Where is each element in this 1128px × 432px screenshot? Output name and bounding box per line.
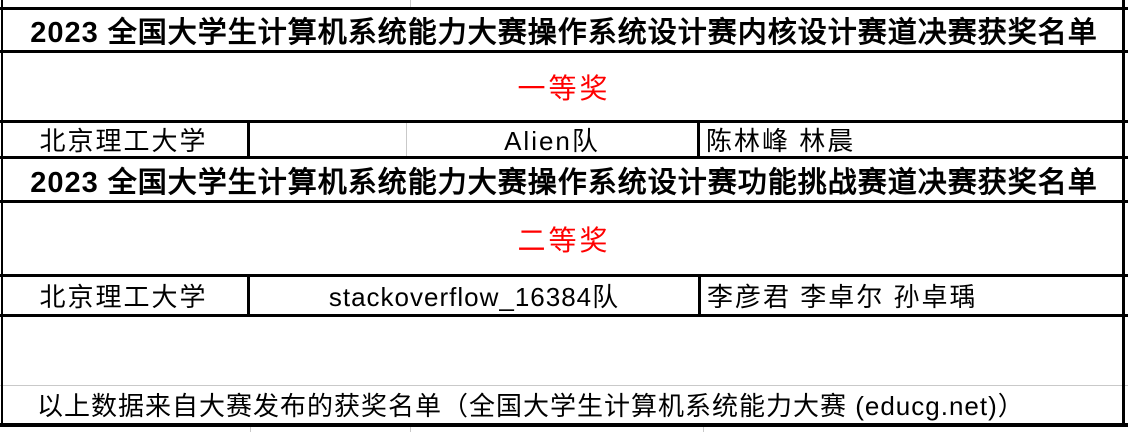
section1-award-row[interactable]: 一等奖 [0, 53, 1128, 123]
section2-members: 李彦君 李卓尔 孙卓瑀 [707, 282, 978, 312]
footer-note: 以上数据来自大赛发布的获奖名单（全国大学生计算机系统能力大赛 (educg.ne… [37, 391, 1025, 421]
section2-title: 2023 全国大学生计算机系统能力大赛操作系统设计赛功能挑战赛道决赛获奖名单 [30, 166, 1098, 199]
section2-members-cell[interactable]: 李彦君 李卓尔 孙卓瑀 [701, 277, 1128, 314]
section2-award-row[interactable]: 二等奖 [0, 203, 1128, 277]
gridline-bottom-3 [703, 427, 704, 432]
section1-team-cell[interactable]: Alien队 [407, 123, 700, 156]
table-right-border [1122, 0, 1125, 427]
section2-award-label: 二等奖 [517, 224, 611, 256]
section2-title-row[interactable]: 2023 全国大学生计算机系统能力大赛操作系统设计赛功能挑战赛道决赛获奖名单 [0, 159, 1128, 203]
section1-members-cell[interactable]: 陈林峰 林晨 [700, 123, 1128, 156]
section2-team-cell[interactable]: stackoverflow_16384队 [250, 277, 701, 314]
gridline-top [410, 0, 411, 7]
section2-data-row: 北京理工大学 stackoverflow_16384队 李彦君 李卓尔 孙卓瑀 [0, 277, 1128, 317]
section2-team: stackoverflow_16384队 [328, 282, 620, 312]
section1-members: 陈林峰 林晨 [706, 126, 856, 156]
section1-data-row: 北京理工大学 Alien队 陈林峰 林晨 [0, 123, 1128, 159]
gridline-bottom-1 [250, 427, 251, 432]
section2-university-cell[interactable]: 北京理工大学 [0, 277, 250, 314]
section1-empty-cell[interactable] [250, 123, 407, 156]
section1-title: 2023 全国大学生计算机系统能力大赛操作系统设计赛内核设计赛道决赛获奖名单 [30, 17, 1098, 49]
section1-title-row[interactable]: 2023 全国大学生计算机系统能力大赛操作系统设计赛内核设计赛道决赛获奖名单 [0, 7, 1128, 53]
table-left-border [1, 0, 3, 427]
section1-university: 北京理工大学 [39, 126, 208, 156]
section2-university: 北京理工大学 [39, 282, 208, 312]
footer-note-row[interactable]: 以上数据来自大赛发布的获奖名单（全国大学生计算机系统能力大赛 (educg.ne… [0, 386, 1128, 427]
section1-university-cell[interactable]: 北京理工大学 [0, 123, 250, 156]
empty-row[interactable] [0, 317, 1128, 386]
section1-award-label: 一等奖 [517, 72, 611, 104]
section1-team: Alien队 [504, 126, 600, 156]
gridline-bottom-2 [410, 427, 411, 432]
